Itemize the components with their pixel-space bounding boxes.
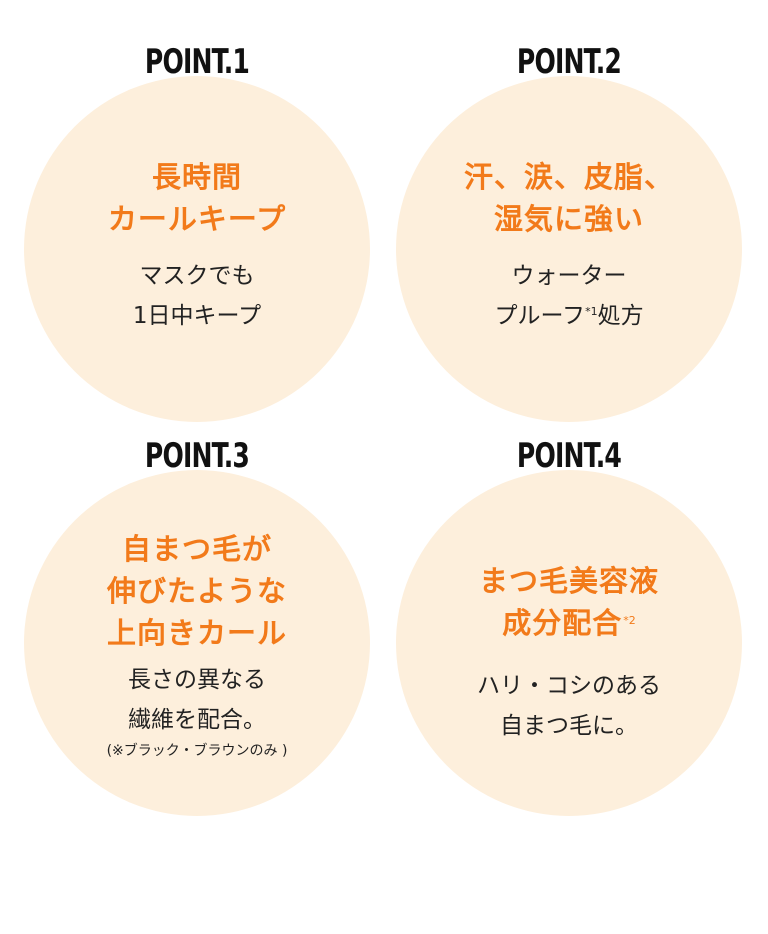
point-3-headline-line: 上向きカール [106, 616, 287, 650]
point-1-body-line: 1日中キープ [132, 303, 262, 329]
point-1-circle [24, 76, 370, 422]
point-2-body-text: 処方 [597, 303, 644, 329]
point-1-card: POINT.1 長時間 カールキープ マスクでも 1日中キープ [24, 42, 370, 422]
point-4-body: ハリ・コシのある 自まつ毛に。 [406, 666, 732, 746]
point-2-body-line: プルーフ*1処方 [406, 296, 732, 336]
point-2-headline: 汗、涙、皮脂、 湿気に強い [406, 156, 732, 240]
point-1-label: POINT.1 [144, 42, 250, 82]
point-2-headline-line: 湿気に強い [493, 202, 644, 236]
point-4-headline-text: 成分配合 [502, 606, 623, 640]
point-2-body: ウォーター プルーフ*1処方 [406, 256, 732, 336]
point-1-headline: 長時間 カールキープ [34, 156, 360, 240]
point-4-body-line: ハリ・コシのある [477, 673, 661, 699]
point-4-headline-line: まつ毛美容液 [478, 564, 659, 598]
point-3-body-line: 繊維を配合。 [128, 707, 266, 733]
point-3-card: POINT.3 自まつ毛が 伸びたような 上向きカール 長さの異なる 繊維を配合… [24, 436, 370, 816]
point-2-circle [396, 76, 742, 422]
point-3-label: POINT.3 [144, 436, 250, 476]
point-1-headline-line: 長時間 [151, 160, 242, 194]
point-4-label: POINT.4 [516, 436, 622, 476]
point-2-body-text: プルーフ [494, 303, 586, 329]
point-4-headline: まつ毛美容液 成分配合*2 [406, 560, 732, 644]
point-4-body-line: 自まつ毛に。 [500, 713, 638, 739]
point-1-body-line: マスクでも [139, 263, 255, 289]
point-2-body-line: ウォーター [511, 263, 627, 289]
point-1-headline-line: カールキープ [107, 202, 287, 236]
footnote-marker: *1 [585, 305, 598, 318]
point-4-circle [396, 470, 742, 816]
point-3-circle [24, 470, 370, 816]
point-3-footnote: (※ブラック・ブラウンのみ ) [106, 743, 288, 759]
footnote-marker: *2 [623, 614, 636, 627]
point-3-body: 長さの異なる 繊維を配合。 (※ブラック・ブラウンのみ ) [34, 660, 360, 762]
point-2-headline-line: 汗、涙、皮脂、 [463, 160, 674, 194]
point-3-headline-line: 自まつ毛が [121, 532, 272, 566]
point-4-headline-line: 成分配合*2 [406, 602, 732, 644]
point-2-label: POINT.2 [516, 42, 622, 82]
point-3-headline-line: 伸びたような [106, 574, 287, 608]
point-3-body-line: 長さの異なる [128, 667, 266, 693]
point-1-body: マスクでも 1日中キープ [34, 256, 360, 336]
point-4-card: POINT.4 まつ毛美容液 成分配合*2 ハリ・コシのある 自まつ毛に。 [396, 436, 742, 816]
point-3-headline: 自まつ毛が 伸びたような 上向きカール [34, 528, 360, 654]
point-2-card: POINT.2 汗、涙、皮脂、 湿気に強い ウォーター プルーフ*1処方 [396, 42, 742, 422]
